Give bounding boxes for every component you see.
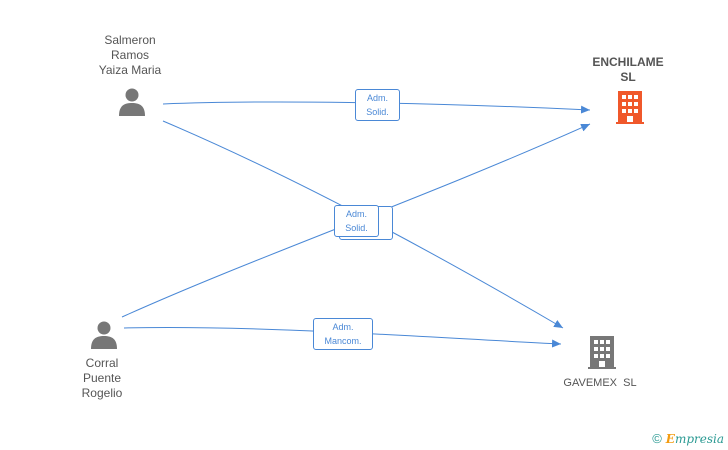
footer-brand: © Empresia [652,431,724,446]
person-icon[interactable] [117,87,147,117]
brand-initial: E [665,431,675,446]
person-label-salmeron: Salmeron Ramos Yaiza Maria [83,33,177,78]
edge-label-line: Solid. [366,107,389,117]
edge-label-line: Mancom. [324,336,362,346]
person-label-corral: Corral Puente Rogelio [60,356,144,401]
building-icon[interactable] [614,89,646,125]
building-icon[interactable] [586,334,618,370]
person-icon[interactable] [89,320,119,350]
person-name-line: Yaiza Maria [98,63,162,77]
company-label-enchilame: ENCHILAME SL [580,55,676,85]
person-name-line: Rogelio [81,386,123,400]
copyright-symbol: © [652,431,662,446]
edge-label-line: Solid. [345,223,368,233]
edge-label-line: Adm. [366,93,388,103]
company-name-line: GAVEMEX SL [563,377,637,389]
edge-label-corral-gavemex[interactable]: Adm. Mancom. [313,318,373,350]
edge-label-line: Adm. [332,322,354,332]
person-name-line: Ramos [110,48,149,62]
company-name-line: SL [620,70,636,84]
edge-label-line: Adm. [345,209,367,219]
company-name-line: ENCHILAME [592,55,664,69]
brand-rest: mpresia [674,431,724,446]
edge-salmeron-enchilame [162,101,591,114]
brand-logo: Empresia [666,432,724,446]
person-name-line: Salmeron [104,33,156,47]
company-label-gavemex: GAVEMEX SL [548,376,652,391]
person-name-line: Corral [85,356,119,370]
person-name-line: Puente [82,371,122,385]
edge-label-corral-enchilame[interactable]: Adm. Solid. [334,205,379,237]
edge-label-salmeron-enchilame[interactable]: Adm. Solid. [355,89,400,121]
